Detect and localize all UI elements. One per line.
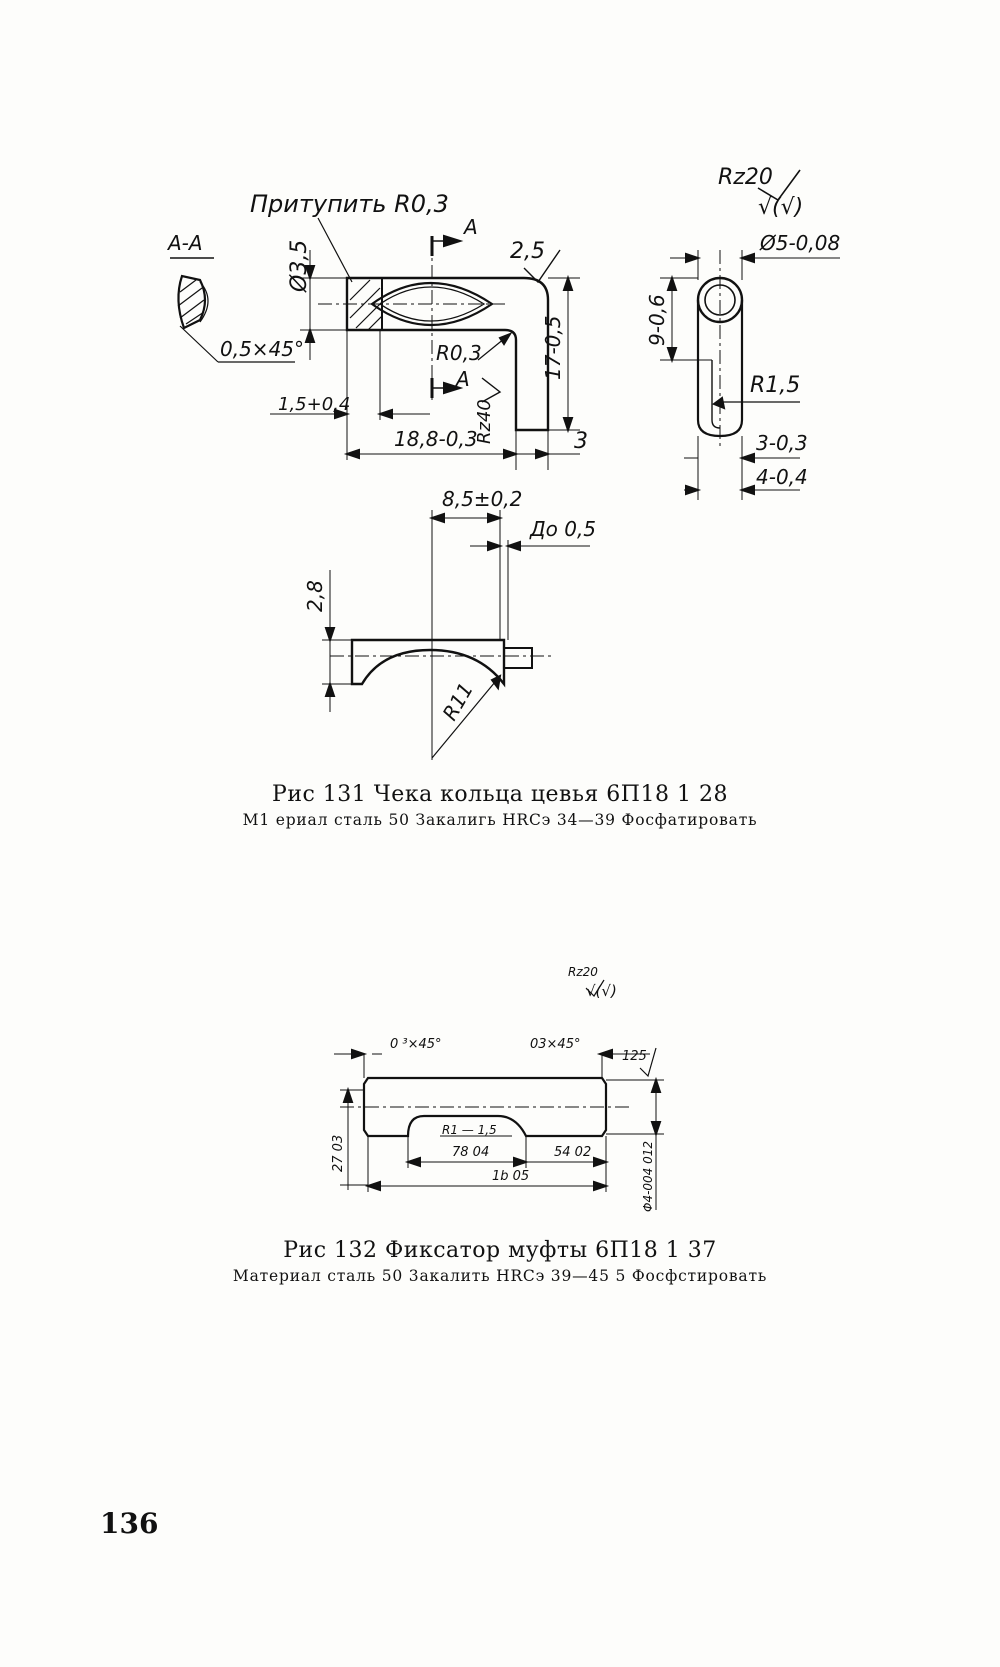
fig132-material: Материал сталь 50 3акалить НRCэ 39—45 5 … xyxy=(232,1267,768,1285)
fig131-section-a-a xyxy=(170,257,295,363)
label-rz20: Rz20 xyxy=(718,165,773,190)
label-rz20-symbol: √(√) xyxy=(758,195,803,220)
label-dia5: Ø5-0,08 xyxy=(759,231,840,255)
label-d54: 54 02 xyxy=(554,1145,591,1160)
label-chamfer-left: 0 ³×45° xyxy=(390,1037,442,1052)
label-d3-b: 3-0,3 xyxy=(756,431,808,455)
label-chamfer-right: 03×45° xyxy=(530,1037,580,1052)
fig131-labels: Притупить R0,3 А-А 0,5×45° Ø3,5 А А 2,5 … xyxy=(166,165,840,725)
label-r1-5: R1,5 xyxy=(750,373,800,398)
fig131-bottom-view xyxy=(322,510,590,760)
label-d125: 125 xyxy=(622,1049,647,1064)
label-d78: 78 04 xyxy=(452,1145,489,1160)
label-chamfer: 0,5×45° xyxy=(220,337,304,361)
label-d2-8: 2,8 xyxy=(303,580,327,612)
label-d9: 9-0,6 xyxy=(645,294,669,346)
label-dia4: Φ4-004 012 xyxy=(641,1141,655,1212)
label-d4: 4-0,4 xyxy=(756,465,808,489)
label-d18-8: 18,8-0,3 xyxy=(394,427,478,451)
label-d16: 1b 05 xyxy=(492,1169,529,1184)
fig132-labels: Rz20 √(√) 0 ³×45° 03×45° 125 R1 — 1,5 78… xyxy=(331,965,655,1212)
label-rz20-132: Rz20 xyxy=(568,965,598,979)
fig131-main-view xyxy=(270,217,580,470)
label-r03: R0,3 xyxy=(436,341,482,365)
fig131-material: М1 ериал сталь 50 Закалигь НRCэ 34—39 Фо… xyxy=(242,811,758,829)
fig131-caption: Рис 131 Чека кольца цевья 6П18 1 28 xyxy=(272,782,728,807)
label-r11: R11 xyxy=(438,678,478,724)
label-do-0-5: До 0,5 xyxy=(529,517,596,541)
label-d27: 27 03 xyxy=(331,1135,346,1172)
label-rz40: Rz40 xyxy=(474,399,495,444)
label-cut-a-bottom: А xyxy=(454,367,470,391)
page-number: 136 xyxy=(100,1507,159,1540)
fig132-caption: Рис 132 Фиксатор муфты 6П18 1 37 xyxy=(283,1238,717,1263)
label-r1-1-5: R1 — 1,5 xyxy=(442,1123,497,1137)
fig131-caption-block: Рис 131 Чека кольца цевья 6П18 1 28 М1 е… xyxy=(0,782,1000,829)
label-rz20-symbol-132: √(√) xyxy=(586,982,617,1000)
label-cut-a-top: А xyxy=(462,215,478,239)
fig131-side-view xyxy=(660,169,840,500)
label-roughness-2-5: 2,5 xyxy=(510,239,545,264)
label-dia35: Ø3,5 xyxy=(287,240,312,293)
label-d1-5: 1,5+0,4 xyxy=(278,394,350,415)
fig132-caption-block: Рис 132 Фиксатор муфты 6П18 1 37 Материа… xyxy=(0,1238,1000,1285)
label-d17: 17-0,5 xyxy=(541,316,565,380)
label-section: А-А xyxy=(166,231,203,255)
label-blunt: Притупить R0,3 xyxy=(250,190,449,218)
label-d8-5: 8,5±0,2 xyxy=(442,487,522,511)
label-d3: 3 xyxy=(574,429,588,454)
fig132-drawing xyxy=(334,979,664,1210)
